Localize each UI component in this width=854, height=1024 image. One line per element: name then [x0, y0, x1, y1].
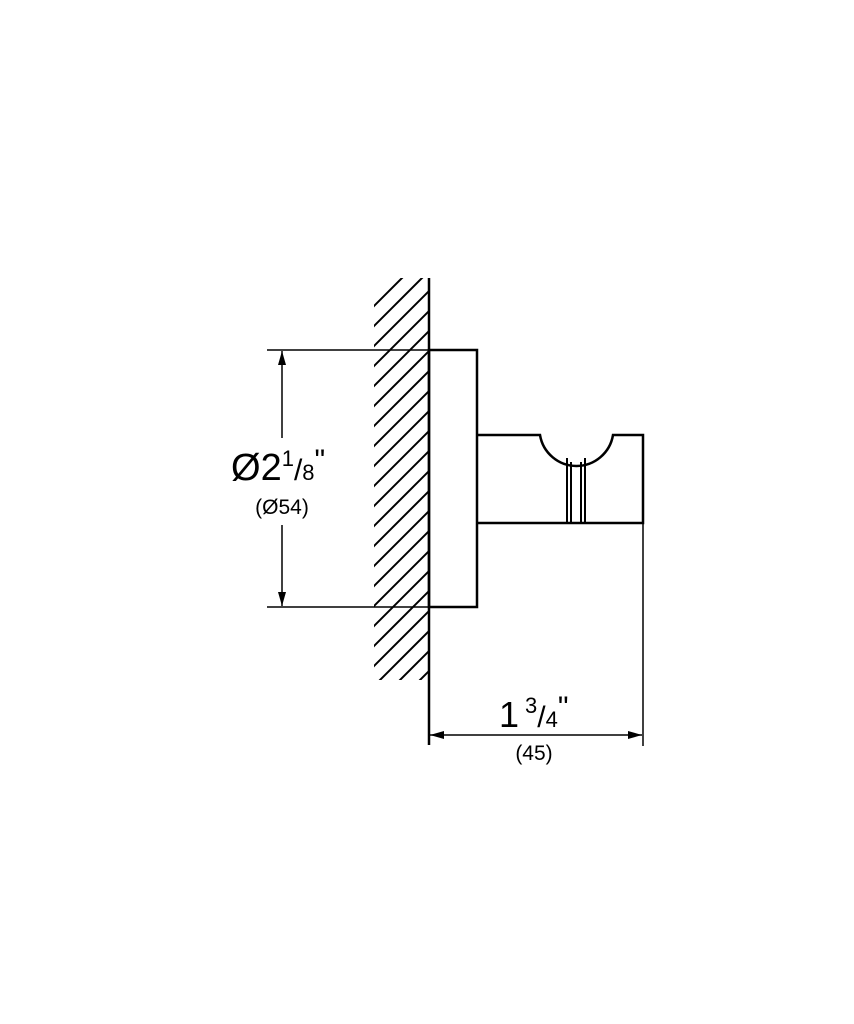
rosette [427, 348, 479, 609]
hook-body [477, 433, 645, 525]
hook-groove [566, 458, 586, 523]
diameter-metric-label: (Ø54) [255, 496, 309, 519]
projection-metric-label: (45) [515, 742, 552, 765]
diameter-imperial-label: Ø21/8" [231, 444, 325, 489]
diameter-extension-lines [267, 349, 429, 608]
wall-hatch [374, 278, 429, 680]
